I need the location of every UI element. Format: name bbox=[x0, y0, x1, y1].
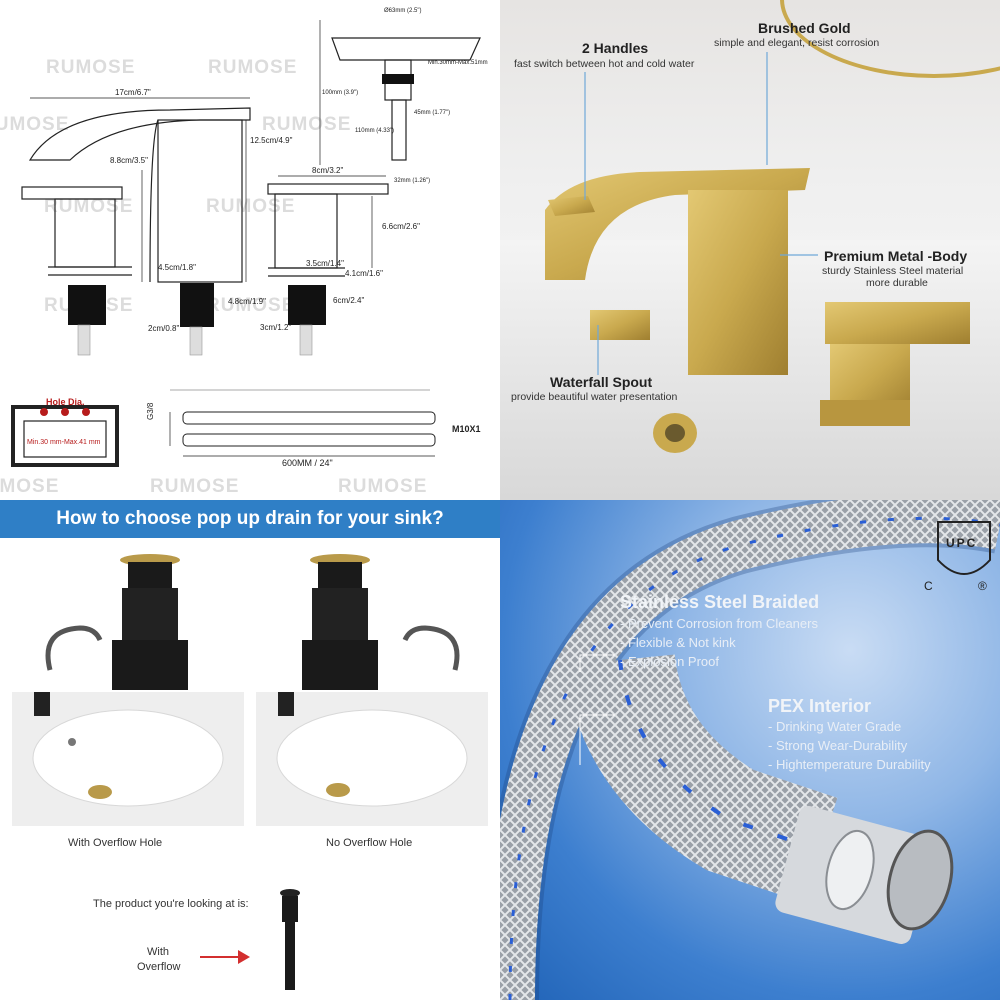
dim-drain-od: 32mm (1.26") bbox=[394, 178, 431, 184]
hole-dia-title: Hole Dia. bbox=[46, 397, 85, 407]
body-subtitle-1: sturdy Stainless Steel material bbox=[822, 265, 964, 277]
dim-drain-length: 100mm (3.9") bbox=[322, 90, 359, 96]
dim-handle-length: 8cm/3.2" bbox=[312, 166, 344, 175]
handles-title: 2 Handles bbox=[582, 40, 649, 56]
hole-dia-range: Min.30 mm-Max.41 mm bbox=[27, 439, 101, 446]
braided-item-3: - Explosion Proof bbox=[620, 654, 719, 669]
hose-right-label: M10X1 bbox=[452, 424, 481, 434]
watermark: RUMOSE bbox=[150, 476, 240, 497]
pex-title: PEX Interior bbox=[768, 696, 872, 716]
pex-item-3: - Hightemperature Durability bbox=[768, 757, 931, 772]
dim-drain-range: Min.30mm-Max.51mm bbox=[428, 60, 488, 66]
dim-handle-base2: 4.1cm/1.6" bbox=[345, 269, 383, 278]
product-looking-text: The product you're looking at is: bbox=[93, 898, 249, 910]
watermark: RUMOSE bbox=[206, 196, 296, 217]
gold-faucet-illustration bbox=[545, 52, 970, 453]
drain-guide-title: How to choose pop up drain for your sink… bbox=[56, 508, 444, 529]
overflow-label: Overflow bbox=[137, 961, 181, 973]
watermark: RUMOSE bbox=[0, 476, 60, 497]
faucet-line-drawing bbox=[11, 20, 481, 467]
watermark: RUMOSE bbox=[44, 196, 134, 217]
dim-base-width: 4.5cm/1.8" bbox=[158, 263, 196, 272]
braided-title: Stainless Steel Braided bbox=[620, 592, 820, 612]
watermark: RUMOSE bbox=[0, 114, 70, 135]
dim-handle-shank: 6cm/2.4" bbox=[333, 296, 365, 305]
dim-spout-length: 17cm/6.7" bbox=[115, 88, 151, 97]
braided-item-1: - Prevent Corrosion from Cleaners bbox=[620, 616, 818, 631]
braided-item-2: - Flexible & Not kink bbox=[620, 635, 736, 650]
braided-hose-illustration bbox=[500, 500, 1000, 1000]
no-overflow-caption: No Overflow Hole bbox=[326, 837, 413, 849]
spout-subtitle: provide beautiful water presentation bbox=[511, 391, 678, 403]
pex-item-2: - Strong Wear-Durability bbox=[768, 738, 908, 753]
cert-r-mark: ® bbox=[978, 579, 987, 593]
watermark: RUMOSE bbox=[208, 57, 298, 78]
dim-drain-top: Ø63mm (2.5") bbox=[384, 8, 422, 14]
dim-spout-drop: 8.8cm/3.5" bbox=[110, 156, 148, 165]
body-title: Premium Metal -Body bbox=[824, 248, 968, 264]
dim-nut-width: 2cm/0.8" bbox=[148, 324, 180, 333]
dim-handle-nut: 3cm/1.2" bbox=[260, 323, 292, 332]
upc-cert-mark: UPC bbox=[946, 536, 978, 550]
drain-guide-banner bbox=[0, 500, 500, 538]
drain-illustrations bbox=[12, 554, 488, 990]
cert-c-mark: C bbox=[924, 579, 933, 593]
pex-item-1: - Drinking Water Grade bbox=[768, 719, 902, 734]
watermark: RUMOSE bbox=[46, 57, 136, 78]
hose-left-label: G3/8 bbox=[146, 402, 155, 420]
gold-subtitle: simple and elegant, resist corrosion bbox=[714, 37, 880, 49]
body-subtitle-2: more durable bbox=[866, 277, 928, 289]
spout-title: Waterfall Spout bbox=[550, 374, 653, 390]
watermark: RUMOSE bbox=[262, 114, 352, 135]
hose-length: 600MM / 24" bbox=[282, 458, 333, 468]
watermark: RUMOSE bbox=[338, 476, 428, 497]
with-label: With bbox=[147, 946, 169, 958]
dim-drain-pipe: 45mm (1.77") bbox=[414, 110, 451, 116]
dim-total-height: 12.5cm/4.9" bbox=[250, 136, 293, 145]
handles-subtitle: fast switch between hot and cold water bbox=[514, 58, 695, 70]
product-features-panel: 2 Handles fast switch between hot and co… bbox=[500, 0, 1000, 500]
dim-shank-length: 4.8cm/1.9" bbox=[228, 297, 266, 306]
drain-guide-panel: How to choose pop up drain for your sink… bbox=[0, 500, 500, 1000]
gold-title: Brushed Gold bbox=[758, 20, 851, 36]
dim-handle-height: 6.6cm/2.6" bbox=[382, 222, 420, 231]
with-overflow-caption: With Overflow Hole bbox=[68, 837, 163, 849]
dim-drain-tail: 110mm (4.33") bbox=[355, 128, 395, 134]
dim-handle-base: 3.5cm/1.4" bbox=[306, 259, 344, 268]
hose-features-panel: Stainless Steel Braided - Prevent Corros… bbox=[500, 500, 1000, 1000]
watermark: RUMOSE bbox=[206, 295, 296, 316]
dimension-diagram-panel: RUMOSE RUMOSE RUMOSE RUMOSE RUMOSE RUMOS… bbox=[0, 0, 500, 500]
